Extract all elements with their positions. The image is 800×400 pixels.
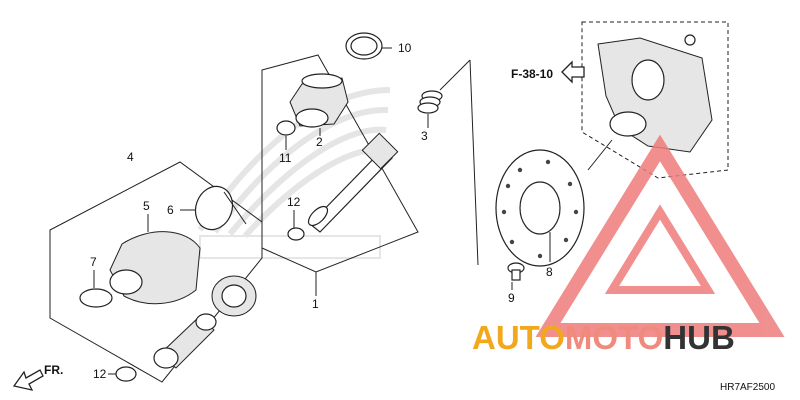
watermark-word-1: AUTO bbox=[472, 319, 565, 356]
brake-disc-part bbox=[495, 149, 585, 267]
brake-assembly-boundary bbox=[581, 21, 729, 179]
oil-seal-part bbox=[211, 275, 257, 317]
callout-9: 9 bbox=[508, 291, 515, 305]
universal-joint-part bbox=[153, 313, 217, 369]
front-label: FR. bbox=[44, 363, 63, 377]
boot-band-part bbox=[194, 185, 247, 231]
small-ring-part bbox=[276, 120, 296, 136]
assembly-boundary-1 bbox=[261, 54, 419, 273]
reference-label: F-38-10 bbox=[511, 67, 553, 81]
diagram-code: HR7AF2500 bbox=[720, 382, 775, 393]
callout-12-lower: 12 bbox=[93, 367, 107, 381]
hub-knuckle-part bbox=[597, 34, 713, 153]
drive-shaft-part bbox=[307, 132, 399, 233]
callout-12-upper: 12 bbox=[287, 195, 301, 209]
watermark-word-3: HUB bbox=[663, 319, 735, 356]
callout-2: 2 bbox=[316, 135, 323, 149]
leader-hub bbox=[587, 139, 613, 171]
front-direction-arrow-icon bbox=[12, 369, 44, 391]
circlip-part-upper bbox=[287, 227, 305, 241]
callout-4: 4 bbox=[127, 150, 134, 164]
callout-10: 10 bbox=[398, 41, 412, 55]
watermark-brand: AUTOMOTOHUB bbox=[472, 319, 735, 356]
callout-6: 6 bbox=[167, 203, 174, 217]
bolt-part bbox=[507, 262, 525, 281]
callout-8: 8 bbox=[546, 265, 553, 279]
clamp-part bbox=[79, 288, 113, 308]
assembly-boundary-4 bbox=[49, 161, 263, 383]
leader-3-upper bbox=[439, 59, 471, 91]
watermark-logo-icon bbox=[535, 134, 785, 337]
seal-ring-part bbox=[345, 32, 383, 60]
callout-3: 3 bbox=[421, 129, 428, 143]
watermark-word-2: MOTO bbox=[565, 319, 663, 356]
large-boot-part bbox=[109, 231, 201, 305]
circlip-part-lower bbox=[115, 366, 137, 382]
reference-arrow-icon bbox=[561, 60, 585, 84]
callout-5: 5 bbox=[143, 199, 150, 213]
small-boot-part bbox=[289, 73, 349, 128]
spring-part bbox=[417, 90, 443, 114]
callout-11: 11 bbox=[279, 151, 292, 165]
leader-3-long bbox=[469, 59, 479, 266]
callout-1: 1 bbox=[312, 297, 319, 311]
callout-7: 7 bbox=[90, 255, 97, 269]
